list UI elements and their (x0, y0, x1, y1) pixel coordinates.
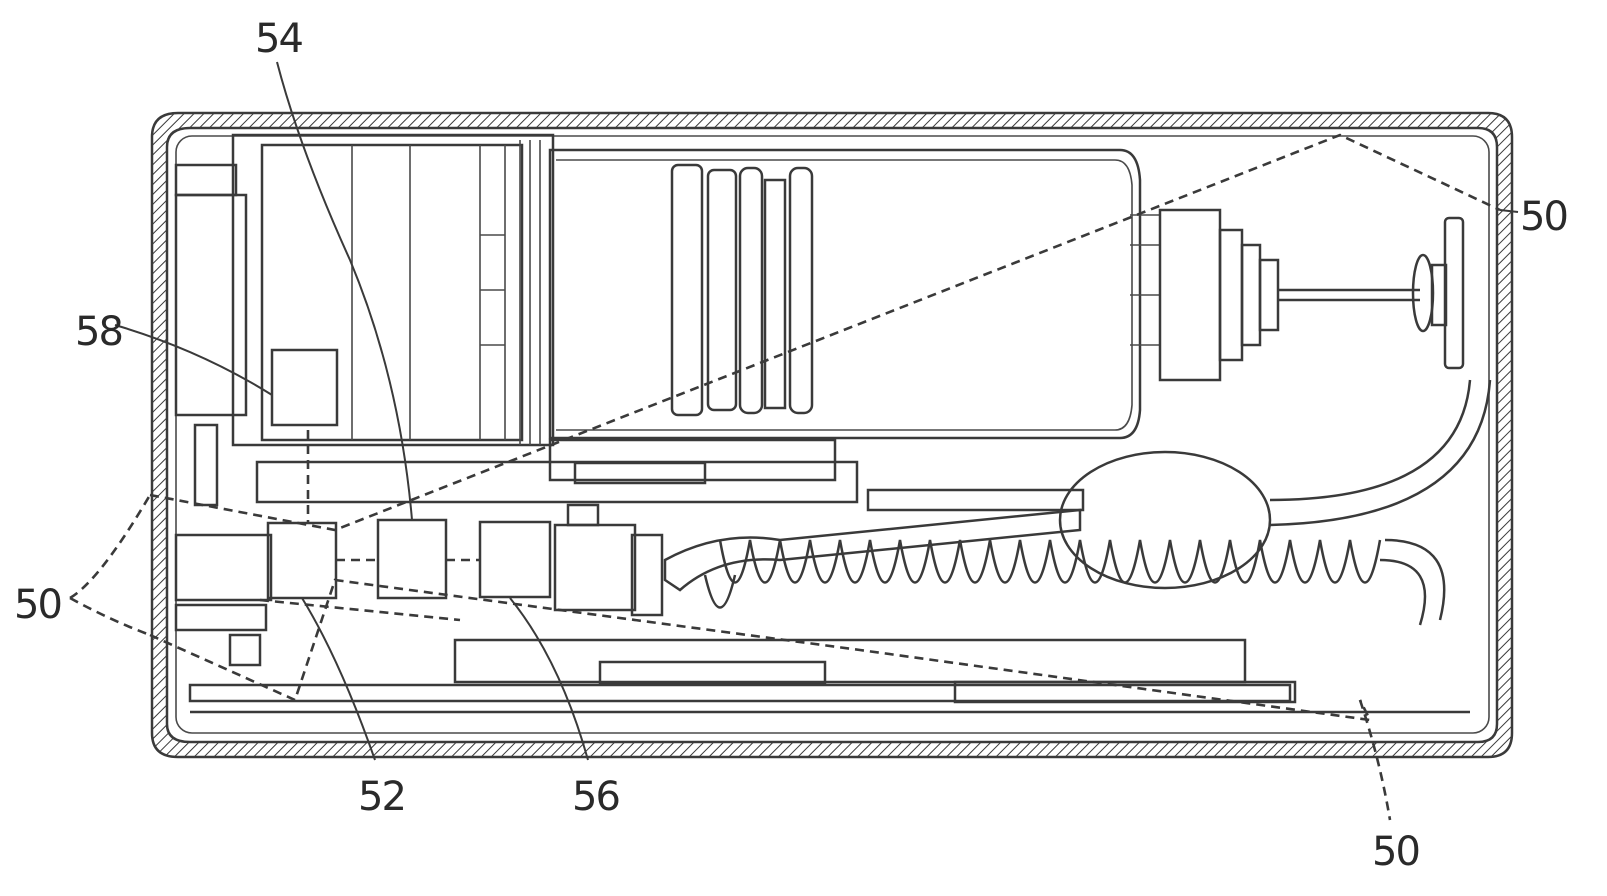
housing-wall (150, 111, 1514, 759)
pump-bulb (1058, 379, 1492, 590)
spring-coil (663, 508, 1446, 626)
ref-label-50-left: 50 (14, 582, 61, 628)
leader-lines (114, 61, 1519, 821)
frame-rails (174, 423, 1470, 714)
component-56 (478, 520, 552, 599)
housing-inner-liner (175, 135, 1490, 734)
ref-label-50-bottom: 50 (1372, 829, 1419, 875)
reservoir-cylinder (548, 148, 1160, 440)
ref-label-58: 58 (75, 309, 122, 355)
ref-label-50-right: 50 (1520, 194, 1567, 240)
housing (150, 111, 1514, 759)
ref-label-54: 54 (255, 16, 302, 62)
valve-coupling (1158, 208, 1465, 382)
control-circuit (259, 430, 664, 622)
ref-label-56: 56 (572, 774, 619, 820)
component-58 (270, 348, 339, 427)
component-52 (266, 521, 338, 600)
motor-assembly (174, 133, 555, 447)
ref-label-52: 52 (358, 774, 405, 820)
dashed-conductors (69, 133, 1501, 722)
